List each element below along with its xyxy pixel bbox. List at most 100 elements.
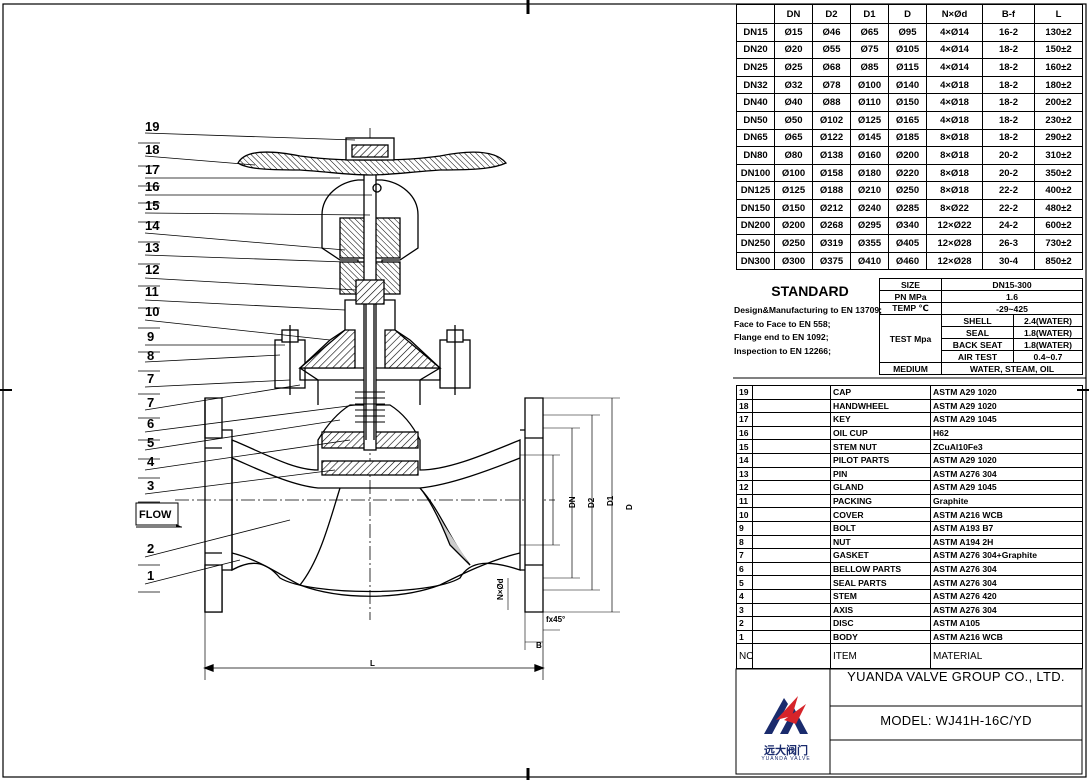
part-blank — [752, 480, 831, 495]
dimension-cell: 8×Ø18 — [926, 181, 983, 200]
dimension-cell: Ø188 — [812, 181, 851, 200]
dim-D-label: D — [625, 504, 634, 510]
dimension-cell: 8×Ø22 — [926, 198, 983, 218]
balloon-7a: 7 — [147, 371, 154, 386]
dimension-cell: Ø125 — [774, 181, 813, 200]
dim-D1-label: D1 — [606, 495, 615, 506]
dimension-cell: DN32 — [736, 75, 775, 95]
balloon-9: 9 — [147, 329, 154, 344]
dimension-cell: 22-2 — [982, 181, 1035, 200]
standard-lines: Design&Manufacturing to EN 13709; Face t… — [734, 304, 882, 358]
dimension-cell: 12×Ø22 — [926, 216, 983, 236]
dimension-cell: Ø165 — [888, 110, 927, 130]
parts-header-blank — [752, 643, 831, 670]
test-name: BACK SEAT — [941, 338, 1014, 351]
dimension-cell: DN40 — [736, 93, 775, 112]
dimension-cell: 600±2 — [1034, 216, 1083, 236]
dimension-cell: Ø185 — [888, 128, 927, 148]
dimension-cell: Ø460 — [888, 251, 927, 271]
dimension-cell: 4×Ø14 — [926, 58, 983, 77]
part-material: ASTM A29 1045 — [930, 412, 1083, 427]
part-item: PACKING — [830, 493, 931, 509]
company-logo-icon — [764, 696, 808, 734]
dimension-cell: 20-2 — [982, 163, 1035, 183]
header-bf: B-f — [982, 4, 1035, 24]
standard-title: STANDARD — [771, 283, 849, 299]
balloon-14: 14 — [145, 218, 160, 233]
dimension-cell: Ø250 — [774, 234, 813, 253]
dimension-cell: Ø95 — [888, 23, 927, 42]
balloon-16: 16 — [145, 179, 159, 194]
standard-line: Inspection to EN 12266; — [734, 345, 831, 356]
dimension-cell: 18-2 — [982, 128, 1035, 148]
temp-value: -29~425 — [940, 302, 1084, 315]
dimension-cell: DN100 — [736, 163, 775, 183]
dimension-cell: Ø405 — [888, 234, 927, 253]
dim-Nd-label: N×Ød — [496, 578, 505, 600]
test-name: AIR TEST — [941, 350, 1014, 363]
dimension-cell: 18-2 — [982, 93, 1035, 112]
dimension-cell: 400±2 — [1034, 181, 1083, 200]
dimension-cell: Ø285 — [888, 198, 927, 218]
part-material: ASTM A276 304 — [930, 561, 1083, 577]
dimension-cell: 480±2 — [1034, 198, 1083, 218]
header-d: D — [888, 4, 927, 24]
dimension-cell: 850±2 — [1034, 251, 1083, 271]
dimension-cell: Ø160 — [850, 146, 889, 165]
test-value: 1.8(WATER) — [1012, 326, 1084, 339]
part-blank — [752, 629, 831, 645]
part-number: 5 — [736, 575, 753, 590]
company-name: YUANDA VALVE GROUP CO., LTD. — [847, 669, 1065, 684]
part-number: 16 — [736, 425, 753, 441]
dim-L-label: L — [370, 659, 375, 668]
part-number: 14 — [736, 452, 753, 468]
part-blank — [752, 412, 831, 427]
balloon-2: 2 — [147, 541, 154, 556]
part-item: STEM NUT — [830, 439, 931, 454]
dimension-cell: Ø212 — [812, 198, 851, 218]
part-material: ASTM A276 304 — [930, 602, 1083, 618]
dimension-cell: DN125 — [736, 181, 775, 200]
header-d2: D2 — [812, 4, 851, 24]
balloon-6: 6 — [147, 416, 154, 431]
part-item: HANDWHEEL — [830, 398, 931, 414]
part-number: 17 — [736, 412, 753, 427]
part-number: 18 — [736, 398, 753, 414]
part-blank — [752, 425, 831, 441]
dimension-cell: 30-4 — [982, 251, 1035, 271]
dimension-cell: 26-3 — [982, 234, 1035, 253]
part-number: 4 — [736, 588, 753, 604]
balloon-8: 8 — [147, 348, 154, 363]
part-blank — [752, 466, 831, 482]
dimension-cell: Ø268 — [812, 216, 851, 236]
part-item: OIL CUP — [830, 425, 931, 441]
balloon-19: 19 — [145, 119, 159, 134]
dimension-cell: Ø300 — [774, 251, 813, 271]
dimension-cell: 4×Ø18 — [926, 93, 983, 112]
parts-header-material: MATERIAL — [930, 643, 1083, 670]
part-item: SEAL PARTS — [830, 575, 931, 590]
part-item: BELLOW PARTS — [830, 561, 931, 577]
dimension-cell: 24-2 — [982, 216, 1035, 236]
dimension-cell: Ø65 — [850, 23, 889, 42]
dimension-cell: Ø68 — [812, 58, 851, 77]
valve-section-drawing: 19 18 17 16 15 14 13 12 11 10 9 8 7 7 6 … — [135, 119, 634, 680]
dimension-cell: Ø340 — [888, 216, 927, 236]
dimension-cell: 18-2 — [982, 58, 1035, 77]
